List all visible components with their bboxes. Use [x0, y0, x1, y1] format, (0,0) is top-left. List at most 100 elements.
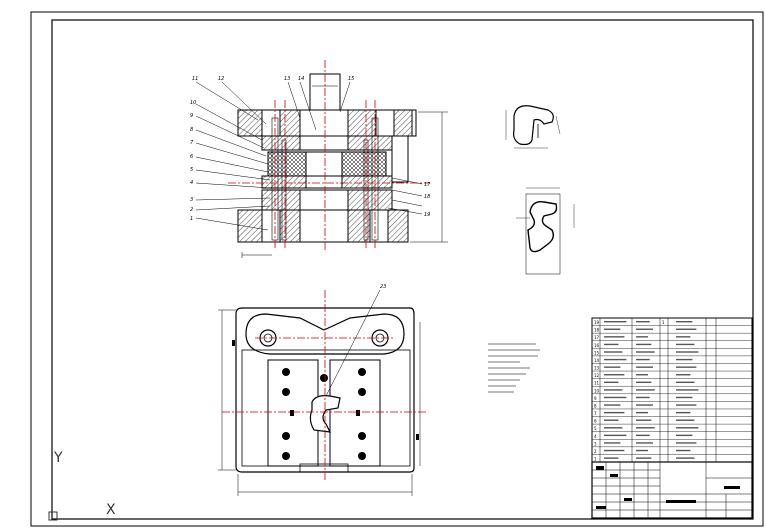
bom-cell-text — [676, 374, 691, 376]
bom-cell-text — [604, 358, 627, 361]
callout-23: 23 — [380, 284, 386, 290]
bom-cell-text — [604, 328, 621, 330]
callout-4: 4 — [190, 180, 193, 186]
part-view-top — [505, 105, 561, 149]
bom-cell-text — [636, 449, 648, 452]
bom-cell-text — [676, 449, 691, 452]
callout-7: 7 — [190, 140, 194, 146]
part-view-bottom — [516, 187, 575, 275]
bom-cell-text — [636, 343, 652, 346]
bom-row-number: 9 — [594, 396, 597, 401]
bom-row-number: 19 — [594, 320, 600, 325]
callout-14: 14 — [298, 76, 304, 82]
callout-9: 9 — [190, 113, 193, 119]
bom-cell-text — [604, 343, 619, 346]
bom-cell-text — [604, 336, 625, 338]
bom-cell-text — [676, 351, 699, 353]
bom-row-number: 15 — [594, 350, 600, 355]
bom-cell-text — [636, 374, 648, 376]
bom-cell-text — [604, 320, 627, 323]
bom-cell-text — [636, 396, 650, 399]
bom-cell-text — [636, 336, 648, 338]
callout-10: 10 — [190, 100, 196, 106]
bom-cell-text — [636, 457, 652, 459]
bom-row-qty: 1 — [662, 320, 665, 325]
bom-cell-text — [604, 351, 623, 353]
bom-row-number: 12 — [594, 373, 600, 378]
bom-cell-text — [636, 427, 655, 429]
callout-19: 19 — [424, 212, 430, 218]
callout-5: 5 — [190, 167, 193, 173]
ucs-y-label: Y — [53, 450, 63, 466]
callout-8: 8 — [190, 127, 193, 133]
bom-cell-text — [676, 404, 697, 406]
bom-row-number: 11 — [594, 381, 600, 386]
bom-cell-text — [636, 351, 655, 353]
bom-cell-text — [636, 358, 650, 361]
callout-12: 12 — [218, 76, 224, 82]
bom-row-number: 16 — [594, 343, 600, 348]
bom-row-number: 8 — [594, 403, 597, 408]
bom-row-number: 6 — [594, 419, 597, 424]
bom-cell-text — [636, 419, 652, 421]
bom-cell-text — [604, 419, 619, 421]
callout-15: 15 — [348, 76, 354, 82]
bom-cell-text — [604, 411, 625, 414]
bom-cell-text — [604, 381, 619, 384]
bom-cell-text — [604, 389, 623, 391]
callout-1: 1 — [190, 216, 193, 222]
bom-row-number: 17 — [594, 335, 600, 340]
bom-row-number: 13 — [594, 366, 600, 371]
callout-2: 2 — [190, 207, 193, 213]
bom-row-number: 5 — [594, 426, 597, 431]
bom-row-number: 7 — [594, 411, 597, 416]
callout-18: 18 — [424, 194, 430, 200]
bom-cell-text — [676, 419, 695, 421]
bom-cell-text — [676, 320, 693, 323]
bom-row-number: 2 — [594, 449, 597, 454]
bom-cell-text — [636, 320, 650, 323]
section-view: 11 12 13 14 15 10 9 8 7 6 5 4 3 2 1 17 1… — [190, 60, 448, 258]
bom-row-number: 14 — [594, 358, 600, 363]
bom-cell-text — [604, 442, 621, 444]
callout-3: 3 — [190, 197, 193, 203]
bom-cell-text — [636, 434, 650, 437]
bom-cell-text — [676, 389, 699, 391]
ucs-x-label: X — [106, 502, 116, 518]
bom-cell-text — [676, 366, 697, 368]
technical-notes — [488, 343, 540, 393]
bom-cell-text — [604, 434, 627, 437]
bom-row-number: 4 — [594, 434, 597, 439]
bom-cell-text — [636, 411, 648, 414]
bom-cell-text — [636, 389, 655, 391]
inner-border — [51, 19, 754, 520]
bom-row-number: 3 — [594, 441, 597, 446]
bom-cell-text — [636, 404, 653, 406]
title-block — [591, 461, 753, 519]
outer-border — [30, 11, 764, 527]
bom-cell-text — [604, 449, 625, 452]
bom-cell-text — [636, 366, 653, 368]
bom-cell-text — [604, 404, 621, 406]
bom-cell-text — [604, 427, 623, 429]
bom-cell-text — [604, 374, 625, 376]
plan-view: 23 — [218, 284, 428, 496]
bom-cell-text — [676, 343, 695, 346]
callout-13: 13 — [284, 76, 290, 82]
bom-cell-text — [676, 434, 693, 437]
bom-cell-text — [676, 358, 693, 361]
bom-row-number: 1 — [594, 457, 597, 462]
bom-cell-text — [676, 381, 695, 384]
bom-cell-text — [676, 457, 695, 459]
bom-cell-text — [676, 427, 699, 429]
bom-cell-text — [604, 457, 619, 459]
bom-row-number: 18 — [594, 328, 600, 333]
bom-cell-text — [676, 442, 697, 444]
bom-cell-text — [676, 396, 693, 399]
bom-cell-text — [676, 411, 691, 414]
callout-17: 17 — [424, 182, 431, 188]
bom-cell-text — [636, 381, 652, 384]
